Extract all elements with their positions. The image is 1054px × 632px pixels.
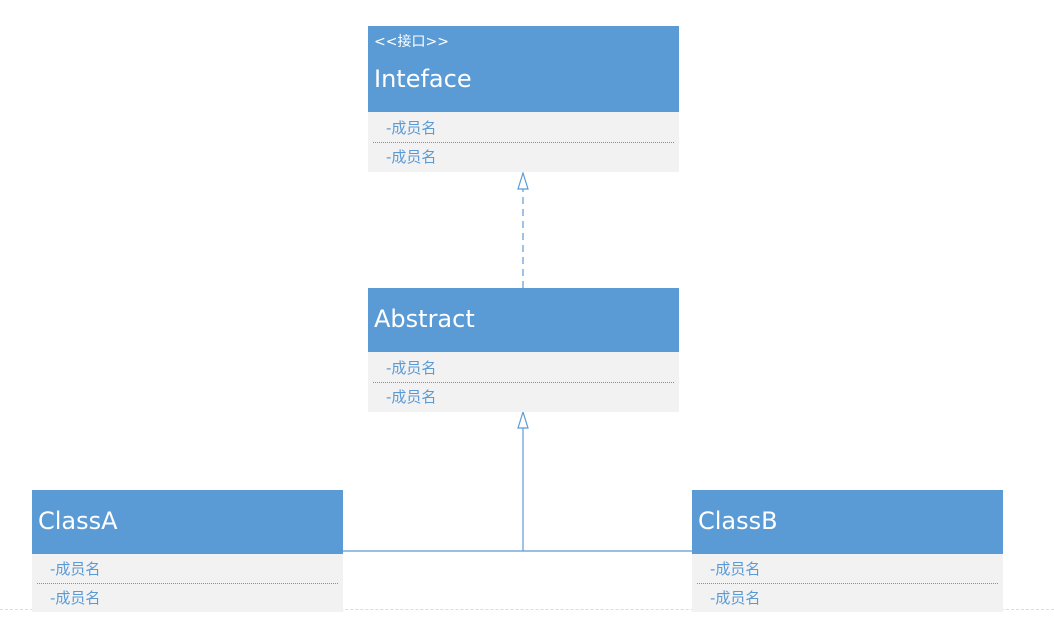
abstract-members: -成员名 -成员名	[368, 352, 679, 412]
generalization-arrowhead	[517, 409, 529, 429]
class-b-box[interactable]: ClassB -成员名 -成员名	[692, 490, 1003, 612]
abstract-member-1: -成员名	[386, 359, 437, 377]
class-b-name: ClassB	[698, 507, 778, 535]
realization-arrowhead	[517, 170, 529, 190]
interface-class-box[interactable]: <<接口>> Inteface -成员名 -成员名	[368, 26, 679, 172]
class-b-members: -成员名 -成员名	[692, 554, 1003, 612]
class-b-header: ClassB	[692, 490, 1003, 554]
class-b-member-1: -成员名	[710, 560, 761, 578]
interface-members: -成员名 -成员名	[368, 112, 679, 172]
abstract-class-box[interactable]: Abstract -成员名 -成员名	[368, 288, 679, 412]
interface-stereotype: <<接口>>	[374, 34, 449, 50]
page-break-line	[0, 609, 1054, 610]
class-a-member-1: -成员名	[50, 560, 101, 578]
class-a-name: ClassA	[38, 507, 118, 535]
abstract-header: Abstract	[368, 288, 679, 352]
class-a-header: ClassA	[32, 490, 343, 554]
interface-name: Inteface	[374, 65, 472, 93]
interface-member-1: -成员名	[386, 119, 437, 137]
abstract-member-2: -成员名	[373, 382, 674, 410]
class-a-box[interactable]: ClassA -成员名 -成员名	[32, 490, 343, 612]
class-a-members: -成员名 -成员名	[32, 554, 343, 612]
interface-member-2: -成员名	[373, 142, 674, 170]
class-a-member-2: -成员名	[37, 583, 338, 611]
class-b-member-2: -成员名	[697, 583, 998, 611]
interface-header: <<接口>> Inteface	[368, 26, 679, 112]
abstract-name: Abstract	[374, 305, 475, 333]
